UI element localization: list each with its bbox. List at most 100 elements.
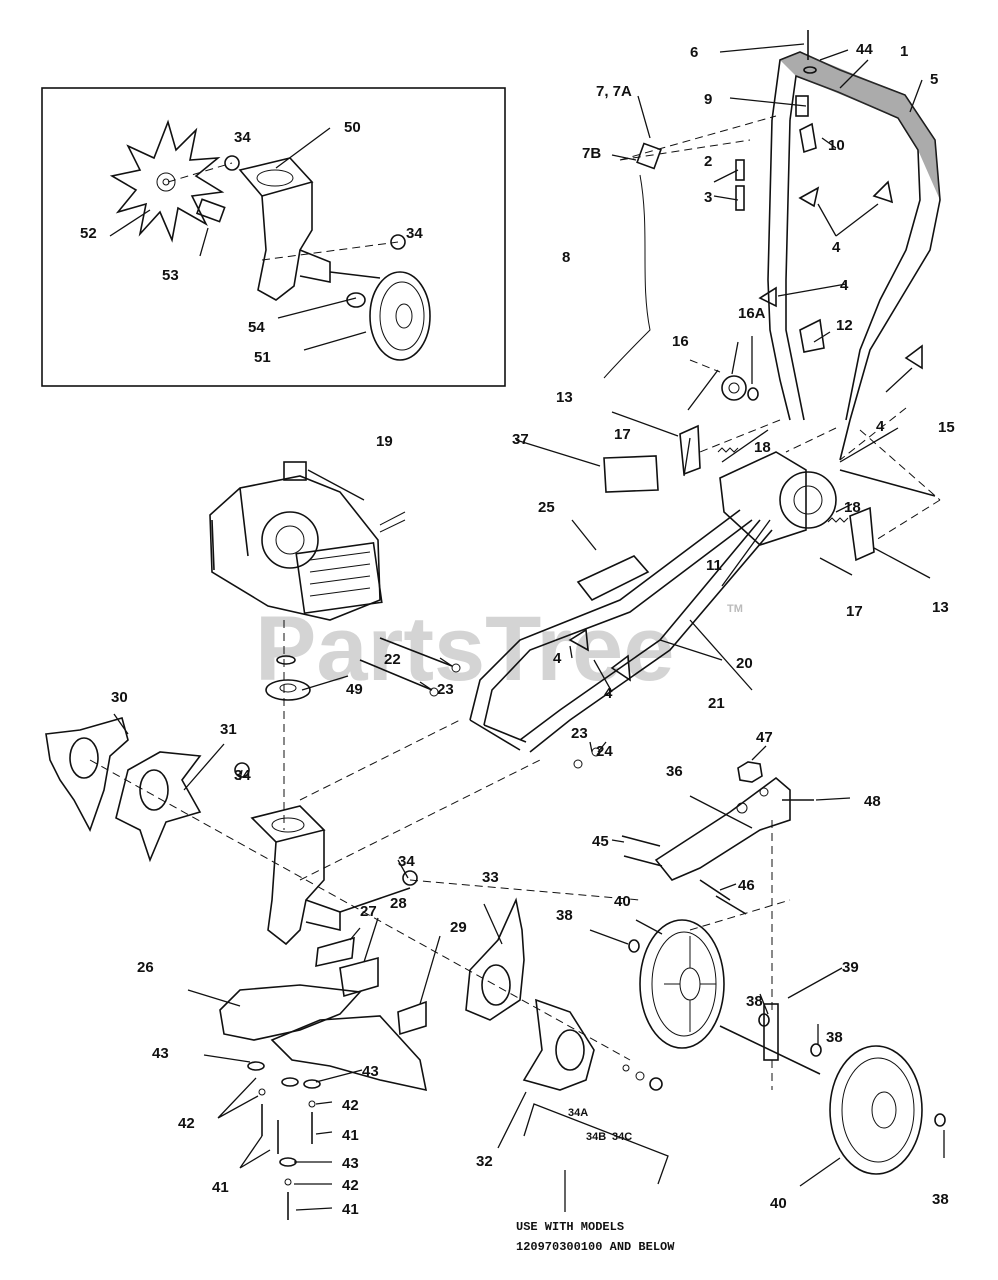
label-34-inset-a: 34 (234, 129, 251, 146)
spring-18a-icon (717, 447, 739, 453)
label-40b: 40 (770, 1195, 787, 1212)
knob-47-icon (737, 761, 763, 783)
label-18a: 18 (754, 439, 771, 456)
label-10: 10 (828, 137, 845, 154)
label-34-right: 34 (398, 853, 415, 870)
label-8: 8 (562, 249, 570, 266)
label-24: 24 (596, 743, 613, 760)
washer-44-icon (803, 66, 817, 74)
label-16a: 16A (738, 305, 766, 322)
label-11: 11 (706, 557, 722, 574)
label-42c: 42 (342, 1177, 359, 1194)
label-34-inset-b: 34 (406, 225, 423, 242)
tine-30-icon (45, 717, 129, 832)
clip-3-icon (735, 185, 745, 211)
nut-34c-icon (649, 1077, 663, 1091)
label-43a: 43 (152, 1045, 169, 1062)
label-18b: 18 (844, 499, 861, 516)
bolt-45b-icon (623, 855, 663, 867)
tie-4e-icon (568, 628, 589, 652)
label-26: 26 (137, 959, 154, 976)
clip-38a-icon (628, 939, 640, 953)
bolt-45a-icon (621, 835, 661, 847)
label-20: 20 (736, 655, 753, 672)
label-6: 6 (690, 44, 698, 61)
label-4e: 4 (604, 685, 613, 702)
tie-4d-icon (904, 344, 923, 370)
plate-13b-icon (849, 506, 875, 562)
label-42a: 42 (178, 1115, 195, 1132)
nut-43c-icon (303, 1079, 321, 1089)
washer-engine-icon (276, 655, 296, 665)
bolt-15-icon (839, 469, 936, 497)
tie-4b-icon (872, 180, 894, 204)
label-7-7a: 7, 7A (596, 83, 632, 100)
label-46: 46 (738, 877, 755, 894)
label-34b: 34B (586, 1131, 606, 1143)
control-10-icon (799, 122, 817, 154)
axle-39-icon (719, 1003, 821, 1075)
label-38a: 38 (556, 907, 573, 924)
label-52: 52 (80, 225, 97, 242)
note-bracket (523, 1103, 669, 1212)
label-38b: 38 (746, 993, 763, 1010)
label-39: 39 (842, 959, 859, 976)
bolt-22b-icon (359, 659, 433, 691)
tine-32-icon (522, 998, 595, 1091)
models-note-line2: 120970300100 AND BELOW (516, 1240, 675, 1254)
cap-34-left-icon (234, 762, 250, 778)
nut-43a-icon (247, 1061, 265, 1071)
label-37: 37 (512, 431, 529, 448)
assembly-dash-lines (299, 115, 941, 1090)
label-4b: 4 (840, 277, 849, 294)
washer-34a-icon (622, 1064, 630, 1072)
label-49: 49 (346, 681, 363, 698)
label-12: 12 (836, 317, 853, 334)
label-53: 53 (162, 267, 179, 284)
inset-box (41, 87, 506, 387)
label-3: 3 (704, 189, 712, 206)
transmission-icon (250, 805, 411, 946)
label-29: 29 (450, 919, 467, 936)
label-4c: 4 (876, 418, 885, 435)
tie-4f-icon (610, 654, 631, 682)
nut-24b-icon (573, 759, 583, 769)
clip-38c-icon (810, 1043, 822, 1057)
label-41b: 41 (212, 1179, 229, 1196)
label-38c: 38 (826, 1029, 843, 1046)
clip-38d-icon (934, 1113, 946, 1127)
label-44: 44 (856, 41, 873, 58)
watermark-trademark: TM (727, 603, 743, 615)
leader-arrows (109, 43, 945, 1211)
plate-13a-icon (679, 424, 701, 476)
shield-26-icon (219, 984, 362, 1041)
label-16: 16 (672, 333, 689, 350)
label-4d: 4 (553, 650, 562, 667)
lower-handle-20-icon (469, 509, 753, 751)
shield-lower-icon (270, 1015, 428, 1092)
washer-42a-icon (258, 1088, 266, 1096)
label-13b: 13 (932, 599, 949, 616)
label-30: 30 (111, 689, 128, 706)
washer-43b-icon (281, 1077, 299, 1087)
label-19: 19 (376, 433, 393, 450)
washer-42b-icon (308, 1100, 316, 1108)
nut-43d-icon (279, 1157, 297, 1167)
tie-4a-icon (798, 186, 820, 208)
handle-bracket-11-icon (719, 451, 837, 546)
tine-star-icon (109, 119, 225, 243)
gear-housing-inset-icon (238, 157, 381, 301)
decal-12-icon (799, 318, 825, 353)
cap-34-inset-b-icon (390, 234, 406, 250)
label-17a: 17 (614, 426, 631, 443)
models-note-line1: USE WITH MODELS (516, 1220, 624, 1234)
decal-37-icon (603, 455, 659, 493)
washer-42c-icon (284, 1178, 292, 1186)
decal-27-icon (315, 936, 355, 968)
grip-25-icon (576, 555, 650, 602)
label-32: 32 (476, 1153, 493, 1170)
tie-4c-icon (758, 286, 777, 308)
washer-23b-icon (429, 687, 439, 697)
